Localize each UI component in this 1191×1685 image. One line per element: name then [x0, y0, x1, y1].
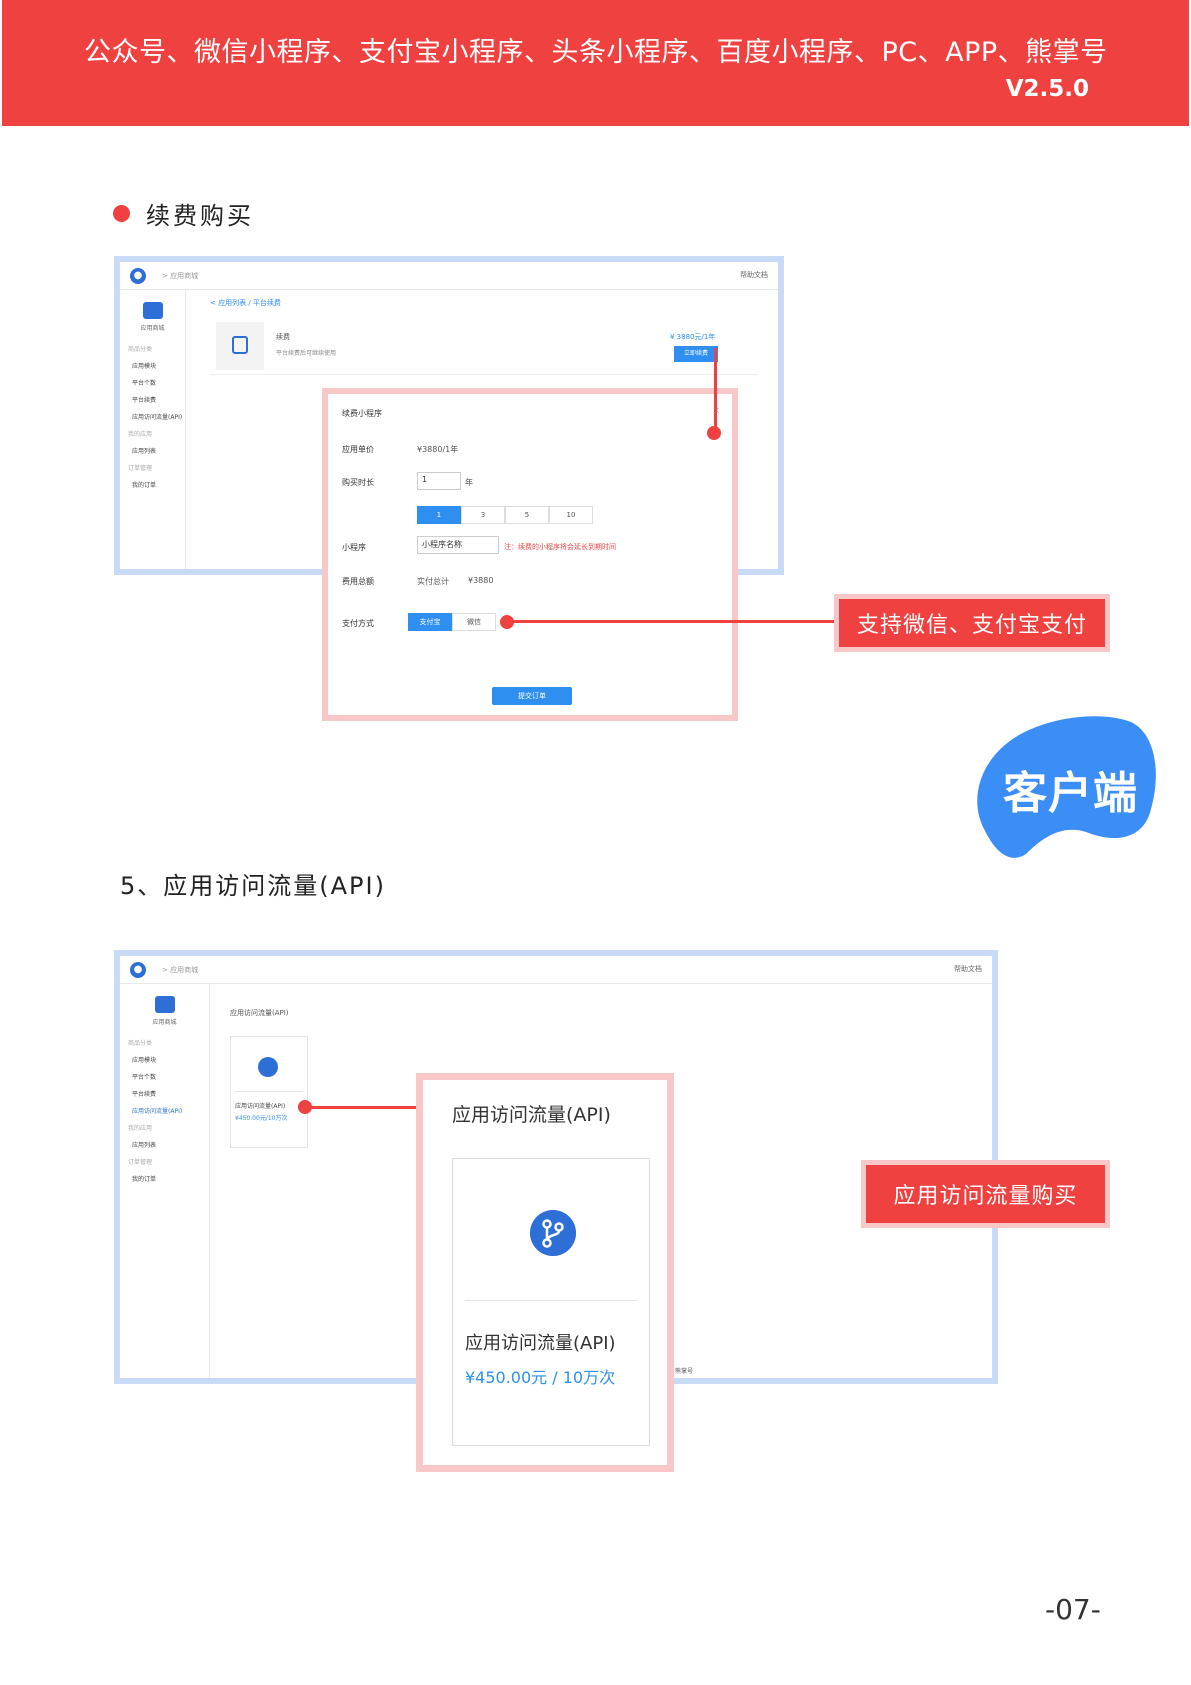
topbar: ● > 应用商城 帮助文档 — [120, 262, 778, 290]
lock-icon — [232, 336, 248, 354]
sidebar-item-api[interactable]: 应用访问流量(API) — [132, 1108, 183, 1115]
pay-option-alipay[interactable]: 支付宝 — [408, 613, 452, 631]
sidebar-store-label: 应用商城 — [152, 1019, 177, 1026]
api-zoom-callout: 应用访问流量(API) 应用访问流量(API) ¥450.00元 / 10万次 — [416, 1073, 674, 1472]
sidebar: 应用商城 商品分类 应用模块 平台个数 平台续费 应用访问流量(API) 我的应… — [120, 984, 210, 1378]
duration-option[interactable]: 3 — [461, 506, 505, 524]
sidebar-item[interactable]: 平台续费 — [132, 1091, 157, 1098]
pay-option-wechat[interactable]: 微信 — [452, 613, 496, 631]
breadcrumb: > 应用商城 — [162, 965, 199, 974]
sidebar-store-label: 应用商城 — [140, 325, 165, 332]
product-name: 续费 — [276, 333, 290, 341]
duration-unit: 年 — [465, 478, 473, 487]
breadcrumb: > 应用商城 — [162, 271, 199, 280]
sidebar-group: 订单管理 — [128, 465, 153, 472]
submit-order-button[interactable]: 提交订单 — [492, 687, 572, 705]
section-title-api: 5、应用访问流量(API) — [120, 872, 386, 900]
connector-dot — [500, 615, 514, 629]
client-badge-label: 客户端 — [1003, 768, 1138, 819]
zoom-product-card[interactable]: 应用访问流量(API) ¥450.00元 / 10万次 — [452, 1158, 650, 1446]
product-desc: 平台续费后可继续使用 — [276, 350, 337, 357]
section-heading-renew: 续费购买 — [113, 196, 254, 231]
sidebar-group: 我的应用 — [128, 1125, 153, 1132]
connector-dot — [707, 426, 721, 440]
connector-line — [510, 620, 836, 623]
duration-options: 1 3 5 10 — [417, 506, 593, 524]
sidebar-item[interactable]: 平台续费 — [132, 397, 157, 404]
header-title: 公众号、微信小程序、支付宝小程序、头条小程序、百度小程序、PC、APP、熊掌号 — [84, 37, 1108, 68]
mini-note: 注：续费的小程序将会延长到期时间 — [504, 543, 616, 551]
cost-value: ¥3880 — [468, 576, 494, 585]
pay-label: 支付方式 — [342, 619, 374, 628]
api-icon — [258, 1057, 278, 1077]
duration-option[interactable]: 5 — [505, 506, 549, 524]
callout-api-purchase: 应用访问流量购买 — [861, 1160, 1110, 1228]
content-breadcrumb[interactable]: < 应用列表 / 平台续费 — [210, 299, 281, 307]
user-logo-icon: ● — [130, 961, 146, 978]
price-label: 应用单价 — [342, 445, 374, 454]
sidebar-item[interactable]: 应用模块 — [132, 363, 157, 370]
pay-options: 支付宝 微信 — [408, 613, 496, 631]
version-label: V2.5.0 — [1005, 76, 1089, 102]
api-product-card[interactable]: 应用访问流量(API) ¥450.00元/10万次 — [230, 1036, 308, 1148]
sidebar-item[interactable]: 应用列表 — [132, 448, 157, 455]
sidebar-item[interactable]: 平台个数 — [132, 1074, 157, 1081]
bullet-dot-icon — [113, 205, 130, 222]
connector-line — [714, 348, 717, 432]
api-card-price: ¥450.00元/10万次 — [235, 1115, 288, 1122]
zoom-product-price: ¥450.00元 / 10万次 — [465, 1368, 616, 1387]
connector-dot — [298, 1100, 312, 1114]
product-thumb — [216, 322, 264, 370]
sidebar-item[interactable]: 我的订单 — [132, 482, 157, 489]
renew-button[interactable]: 立即续费 — [674, 346, 718, 362]
mini-label: 小程序 — [342, 543, 366, 552]
divider — [235, 1091, 303, 1092]
divider — [465, 1300, 637, 1301]
callout-pay-text: 支持微信、支付宝支付 — [839, 599, 1105, 647]
sidebar-group: 商品分类 — [128, 346, 153, 353]
sidebar-item[interactable]: 应用模块 — [132, 1057, 157, 1064]
api-card-name: 应用访问流量(API) — [235, 1103, 286, 1110]
sidebar-item[interactable]: 应用访问流量(API) — [132, 414, 183, 421]
price-link[interactable]: ¥ 3880元/1年 — [670, 333, 716, 341]
duration-option[interactable]: 10 — [549, 506, 593, 524]
zoom-title: 应用访问流量(API) — [452, 1104, 611, 1126]
client-badge-shape — [977, 716, 1156, 858]
header-banner: 公众号、微信小程序、支付宝小程序、头条小程序、百度小程序、PC、APP、熊掌号 … — [2, 0, 1189, 126]
renew-modal: 续费小程序 × 应用单价 ¥3880/1年 购买时长 1 年 1 3 5 10 … — [322, 388, 738, 721]
help-link[interactable]: 帮助文档 — [740, 271, 768, 279]
connector-line — [310, 1106, 430, 1109]
api-branch-icon — [530, 1210, 576, 1256]
page-number: -07- — [1045, 1593, 1101, 1626]
api-heading: 应用访问流量(API) — [230, 1009, 289, 1017]
callout-api-text: 应用访问流量购买 — [866, 1165, 1105, 1223]
duration-option[interactable]: 1 — [417, 506, 461, 524]
mini-select[interactable]: 小程序名称 — [417, 536, 499, 554]
duration-label: 购买时长 — [342, 478, 374, 487]
price-value: ¥3880/1年 — [417, 445, 459, 454]
sidebar: 应用商城 商品分类 应用模块 平台个数 平台续费 应用访问流量(API) 我的应… — [120, 290, 186, 569]
zoom-product-name: 应用访问流量(API) — [465, 1333, 616, 1354]
section-title: 续费购买 — [146, 202, 254, 230]
duration-input[interactable]: 1 — [417, 472, 461, 490]
help-link[interactable]: 帮助文档 — [954, 965, 982, 973]
modal-title: 续费小程序 — [342, 409, 382, 418]
cost-prefix: 实付总计 — [417, 577, 449, 586]
store-icon — [142, 302, 163, 319]
user-logo-icon: ● — [130, 267, 146, 284]
trailing-text: 熊掌号 — [675, 1368, 694, 1375]
topbar: ● > 应用商城 帮助文档 — [120, 956, 992, 984]
divider — [210, 374, 758, 375]
sidebar-group: 我的应用 — [128, 431, 153, 438]
callout-pay-support: 支持微信、支付宝支付 — [834, 594, 1110, 652]
sidebar-item[interactable]: 应用列表 — [132, 1142, 157, 1149]
sidebar-group: 商品分类 — [128, 1040, 153, 1047]
store-icon — [154, 996, 175, 1013]
sidebar-item[interactable]: 平台个数 — [132, 380, 157, 387]
cost-label: 费用总额 — [342, 577, 374, 586]
sidebar-item[interactable]: 我的订单 — [132, 1176, 157, 1183]
sidebar-group: 订单管理 — [128, 1159, 153, 1166]
